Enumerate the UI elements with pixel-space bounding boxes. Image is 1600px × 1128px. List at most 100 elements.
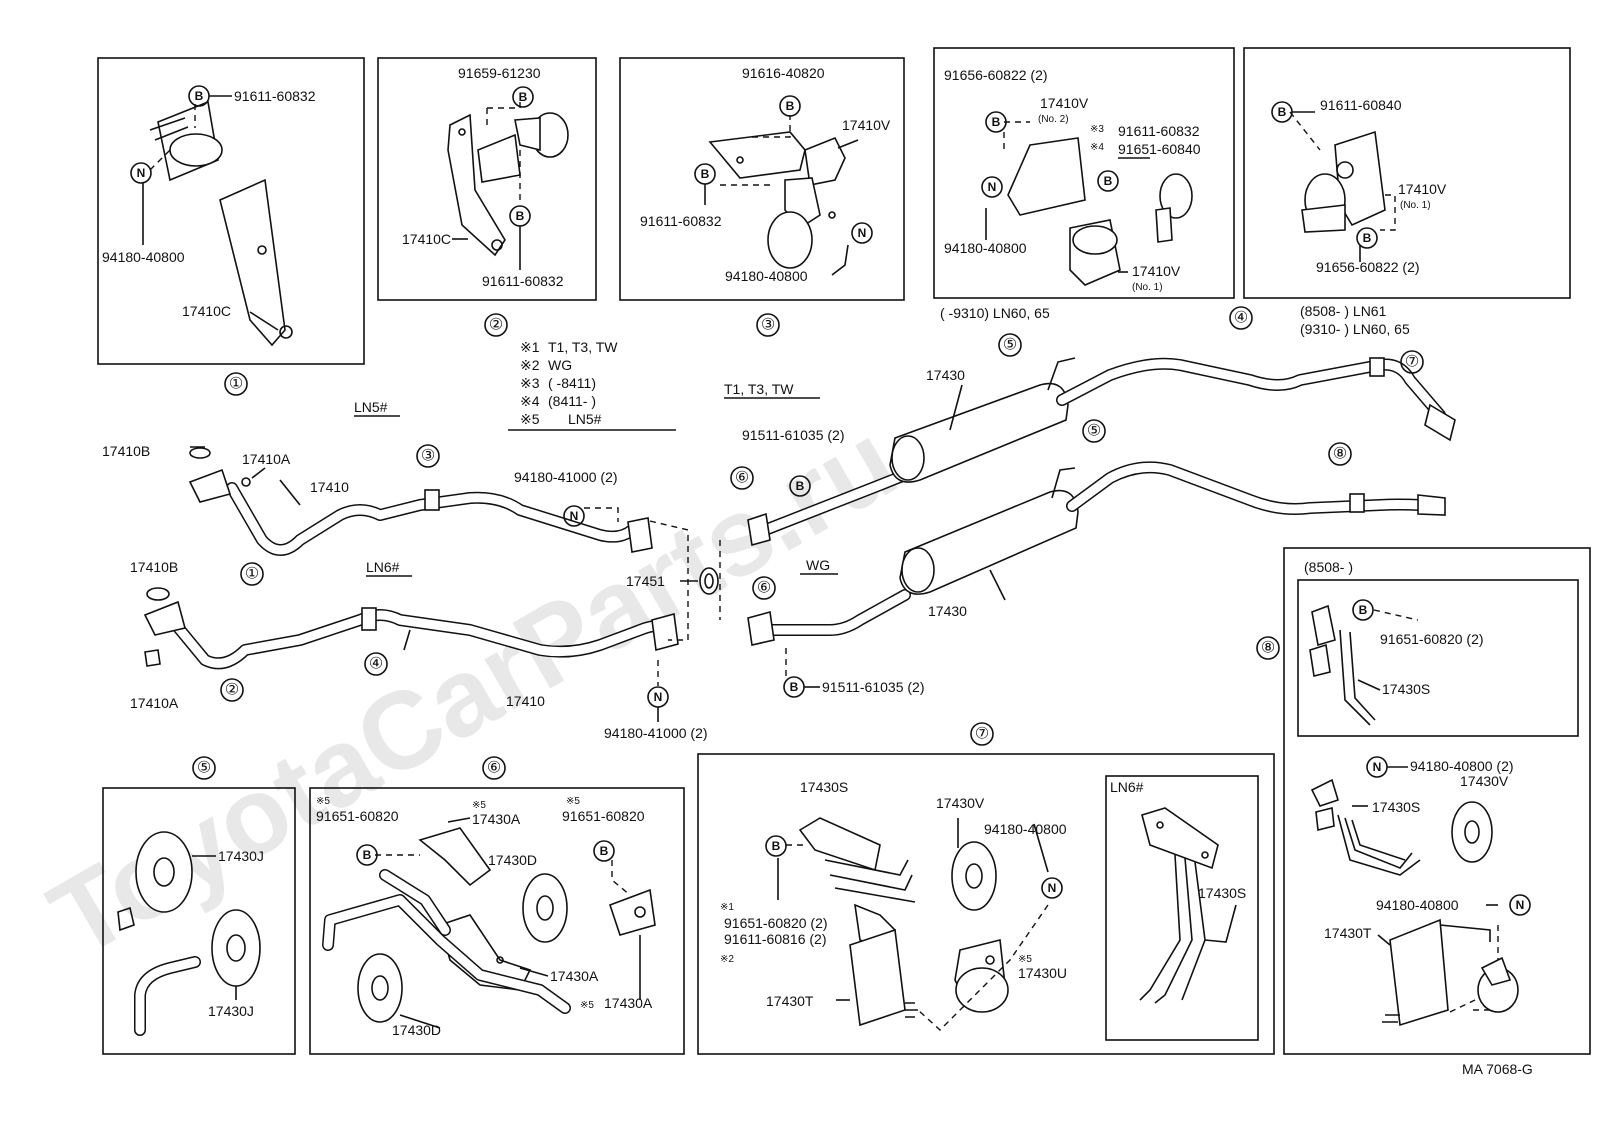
svg-text:⑧: ⑧ bbox=[1261, 640, 1275, 657]
part-number-label: 91616-40820 bbox=[742, 65, 825, 81]
detail-box-5: 17430J 17430J bbox=[102, 787, 296, 1055]
main-assembly: LN5# LN6# T1, T3, TW WG bbox=[102, 333, 1456, 741]
part-number-label: 17410V bbox=[1132, 263, 1181, 279]
svg-text:⑦: ⑦ bbox=[975, 726, 989, 743]
detail-box-1: B N 91611-60832 94180-40800 17410C bbox=[97, 57, 365, 365]
part-number-label: 17410C bbox=[182, 303, 231, 319]
part-number-label: 91651-60820 (2) bbox=[724, 915, 828, 931]
svg-text:N: N bbox=[1516, 898, 1525, 912]
svg-text:B: B bbox=[1104, 174, 1113, 188]
range-note: (8508- ) bbox=[1304, 559, 1353, 575]
svg-text:※2: ※2 bbox=[520, 357, 540, 373]
part-number-label: 94180-40800 bbox=[725, 268, 808, 284]
svg-text:④: ④ bbox=[1234, 310, 1248, 327]
part-number-label: 17410A bbox=[242, 451, 291, 467]
bolt-marker: B bbox=[789, 475, 811, 497]
nut-marker: N bbox=[130, 162, 152, 184]
part-number-label: 17430V bbox=[1460, 773, 1509, 789]
part-number-label: 91656-60822 (2) bbox=[1316, 259, 1420, 275]
callout-5: ⑤ bbox=[192, 756, 216, 780]
svg-text:②: ② bbox=[489, 317, 503, 334]
svg-text:B: B bbox=[363, 848, 372, 862]
svg-text:B: B bbox=[1363, 231, 1372, 245]
svg-text:N: N bbox=[988, 180, 997, 194]
part-number-label: 91511-61035 (2) bbox=[822, 679, 924, 695]
part-number-label: 17410A bbox=[130, 695, 179, 711]
callout-6: ⑥ bbox=[752, 576, 776, 600]
rubber-hanger bbox=[211, 909, 261, 987]
part-number-label: 17430S bbox=[1198, 885, 1246, 901]
ln6-subpanel bbox=[1105, 775, 1259, 1041]
part-number-label: 17430 bbox=[926, 367, 965, 383]
svg-text:B: B bbox=[701, 167, 710, 181]
callout-4: ④ bbox=[1229, 306, 1253, 330]
part-number-label: 17410C bbox=[402, 231, 451, 247]
range-note: ( -9310) LN60, 65 bbox=[940, 305, 1050, 321]
part-note: (No. 1) bbox=[1132, 282, 1163, 293]
part-number-label: 94180-40800 bbox=[1376, 897, 1459, 913]
variant-mark: ※3 bbox=[1090, 124, 1104, 135]
bolt-marker: B bbox=[1271, 101, 1293, 123]
svg-text:①: ① bbox=[229, 376, 243, 393]
callout-7: ⑦ bbox=[970, 722, 994, 746]
svg-text:⑤: ⑤ bbox=[1087, 423, 1101, 440]
part-number-label: 94180-41000 (2) bbox=[604, 725, 708, 741]
part-number-label: 91611-60816 (2) bbox=[724, 931, 826, 947]
nut-marker: N bbox=[1041, 877, 1063, 899]
variant-label: WG bbox=[806, 557, 830, 573]
part-number-label: 17430A bbox=[472, 811, 521, 827]
svg-text:N: N bbox=[1048, 881, 1057, 895]
part-number-label: 94180-41000 (2) bbox=[514, 469, 618, 485]
range-note: (9310- ) LN60, 65 bbox=[1300, 321, 1410, 337]
part-note: (No. 2) bbox=[1038, 114, 1069, 125]
part-number-label: 17430J bbox=[218, 848, 264, 864]
svg-text:⑥: ⑥ bbox=[735, 470, 749, 487]
callout-3: ③ bbox=[756, 313, 780, 337]
part-number-label: 17430U bbox=[1018, 965, 1067, 981]
bolt-marker: B bbox=[356, 844, 378, 866]
svg-text:B: B bbox=[796, 479, 805, 493]
svg-text:(8411- ): (8411- ) bbox=[548, 393, 596, 409]
svg-text:B: B bbox=[516, 209, 525, 223]
variant-mark: ※1 bbox=[720, 902, 734, 913]
svg-text:B: B bbox=[992, 115, 1001, 129]
svg-text:WG: WG bbox=[548, 357, 572, 373]
detail-box-6: B B ※5 91651-60820 ※5 17430A ※5 91651-60… bbox=[309, 787, 685, 1055]
part-number-label: 17430S bbox=[800, 779, 848, 795]
part-number-label: 17430T bbox=[1324, 925, 1372, 941]
svg-text:※3: ※3 bbox=[520, 375, 540, 391]
callout-2: ② bbox=[484, 313, 508, 337]
svg-text:⑤: ⑤ bbox=[197, 760, 211, 777]
variant-mark: ※5 bbox=[1018, 954, 1032, 965]
part-number-label: 17430A bbox=[604, 995, 653, 1011]
svg-text:B: B bbox=[195, 89, 204, 103]
rubber-hanger bbox=[357, 953, 403, 1023]
bolt-marker: B bbox=[509, 205, 531, 227]
variant-mark: ※5 bbox=[316, 796, 330, 807]
nut-marker: N bbox=[981, 176, 1003, 198]
part-number-label: 17451 bbox=[626, 573, 665, 589]
svg-text:N: N bbox=[1373, 760, 1382, 774]
part-number-label: 91651-60820 (2) bbox=[1380, 631, 1484, 647]
svg-text:③: ③ bbox=[421, 448, 435, 465]
part-number-label: 91611-60832 bbox=[234, 88, 316, 104]
svg-text:⑧: ⑧ bbox=[1333, 446, 1347, 463]
callout-8: ⑧ bbox=[1256, 636, 1280, 660]
part-number-label: 17430S bbox=[1382, 681, 1430, 697]
part-number-label: 91651-60820 bbox=[562, 808, 645, 824]
svg-text:⑥: ⑥ bbox=[487, 760, 501, 777]
detail-box-2: B B 91659-61230 17410C 91611-60832 bbox=[377, 57, 597, 301]
part-number-label: 17430 bbox=[928, 603, 967, 619]
variant-mark: ※5 bbox=[472, 800, 486, 811]
callout-6: ⑥ bbox=[482, 756, 506, 780]
variant-label: LN6# bbox=[366, 559, 400, 575]
bolt-marker: B bbox=[985, 111, 1007, 133]
callout-5: ⑤ bbox=[1082, 419, 1106, 443]
bolt-marker: B bbox=[783, 676, 805, 698]
callout-1: ① bbox=[224, 372, 248, 396]
svg-text:※1: ※1 bbox=[520, 339, 540, 355]
variant-mark: ※4 bbox=[1090, 142, 1104, 153]
nut-marker: N bbox=[1509, 894, 1531, 916]
callout-8: ⑧ bbox=[1328, 442, 1352, 466]
part-number-label: 17410V bbox=[842, 117, 891, 133]
